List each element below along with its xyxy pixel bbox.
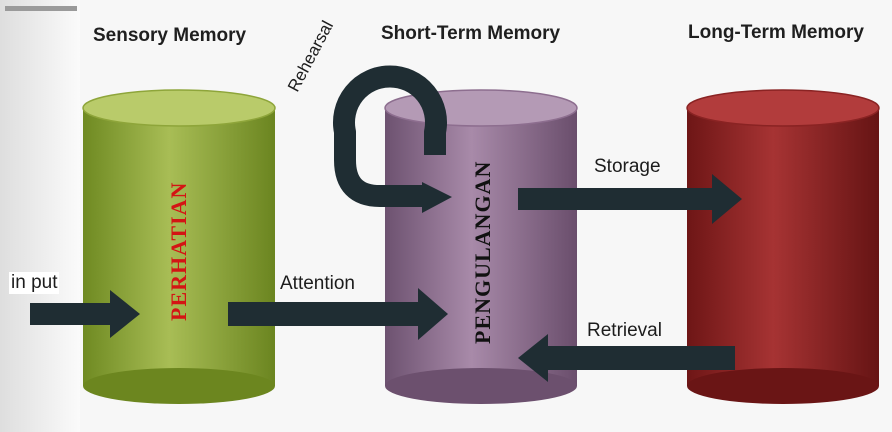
- input-arrow: [30, 290, 140, 338]
- perhatian-label: PERHATIAN: [166, 181, 191, 321]
- long-term-memory-cylinder: [686, 89, 880, 404]
- sensory-memory-cylinder: [82, 89, 276, 404]
- input-label: in put: [9, 272, 60, 294]
- attention-label: Attention: [280, 273, 355, 294]
- short-term-memory-header: Short-Term Memory: [381, 23, 561, 44]
- retrieval-label: Retrieval: [587, 320, 662, 341]
- rehearsal-loop-arrow: [333, 65, 452, 213]
- attention-arrow: [228, 288, 448, 340]
- sensory-memory-header: Sensory Memory: [93, 25, 247, 46]
- storage-arrow: [518, 174, 742, 224]
- pengulangan-label: PENGULANGAN: [470, 160, 495, 344]
- retrieval-arrow: [518, 334, 735, 382]
- top-left-bar: [5, 6, 77, 11]
- storage-label: Storage: [594, 156, 661, 177]
- long-term-memory-header: Long-Term Memory: [688, 22, 864, 43]
- left-shadow: [0, 0, 80, 432]
